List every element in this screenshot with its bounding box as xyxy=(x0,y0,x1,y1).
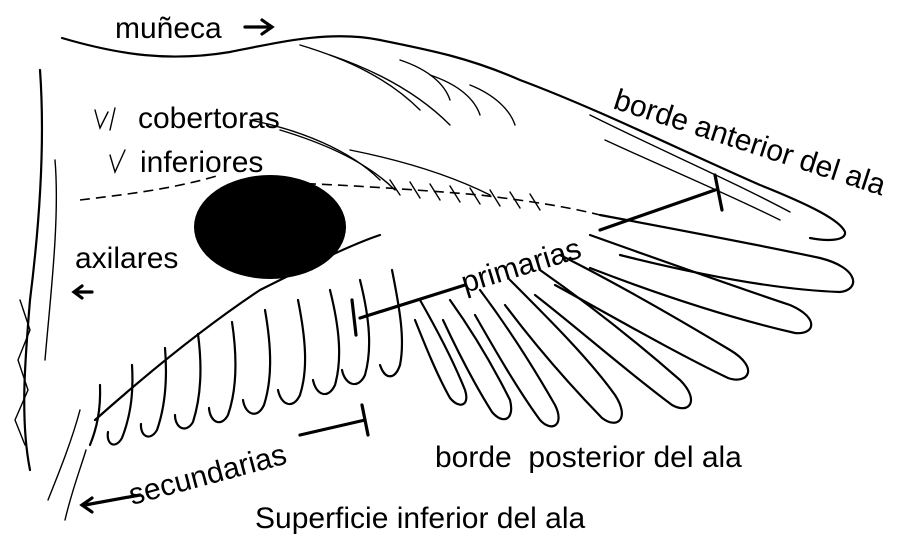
label-wrist: muñeca xyxy=(115,12,222,45)
label-secondaries: secundarias xyxy=(125,438,290,512)
primaries-pointer-left xyxy=(360,285,465,318)
label-axillaries: axilares xyxy=(75,242,178,275)
label-trailing-edge: borde posterior del ala xyxy=(435,441,742,474)
primaries-pointer-right xyxy=(600,190,715,230)
dark-patch xyxy=(194,175,346,279)
primary-feathers xyxy=(415,215,853,426)
secondaries-arrow-right xyxy=(300,420,365,435)
label-caption: Superficie inferior del ala xyxy=(255,502,585,535)
label-coverts-line1: cobertoras xyxy=(138,102,280,135)
label-leading-edge: borde anterior del ala xyxy=(610,83,890,202)
label-coverts-line2: inferiores xyxy=(140,146,263,179)
